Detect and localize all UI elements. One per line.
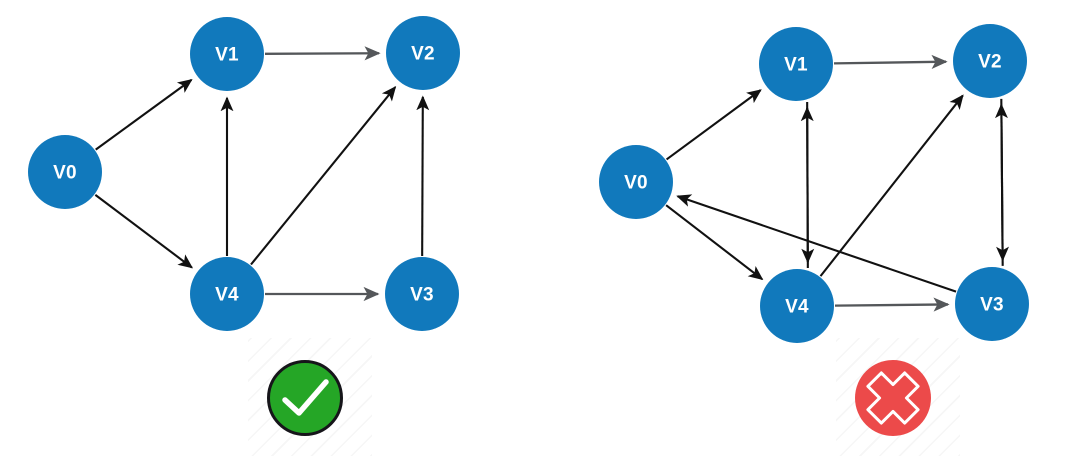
node-label: V1 xyxy=(784,55,808,76)
node-circle xyxy=(955,267,1029,341)
node-circle xyxy=(760,269,834,343)
node-right-graph-V1[interactable]: V1 xyxy=(759,27,833,101)
badges-layer xyxy=(267,360,931,436)
check-icon xyxy=(282,379,329,416)
node-left-graph-V1[interactable]: V1 xyxy=(190,17,264,91)
edge-right-graph-V3-to-V2 xyxy=(995,103,1008,266)
edge-right-graph-V4-to-V1 xyxy=(800,106,814,268)
node-left-graph-V4[interactable]: V4 xyxy=(190,257,264,331)
edge-right-graph-V4-to-V2 xyxy=(819,94,964,277)
edge-right-graph-V0-to-V4 xyxy=(665,204,764,281)
node-circle xyxy=(953,24,1027,98)
node-circle xyxy=(599,145,673,219)
node-circle xyxy=(385,257,459,331)
verdict-badge-left-graph-check xyxy=(267,360,343,436)
node-label: V4 xyxy=(785,297,809,318)
edge-left-graph-V0-to-V4 xyxy=(94,194,194,269)
node-label: V3 xyxy=(410,285,434,306)
node-circle xyxy=(190,257,264,331)
node-circle xyxy=(28,135,102,209)
node-label: V0 xyxy=(53,163,77,184)
node-label: V1 xyxy=(215,45,239,66)
edge-left-graph-V3-to-V2 xyxy=(416,95,430,257)
node-right-graph-V2[interactable]: V2 xyxy=(953,24,1027,98)
node-circle xyxy=(386,16,460,90)
node-label: V2 xyxy=(978,52,1002,73)
edge-left-graph-V4-to-V2 xyxy=(250,85,397,266)
verdict-badge-right-graph-cross xyxy=(855,360,931,436)
node-label: V3 xyxy=(980,295,1004,316)
node-right-graph-V0[interactable]: V0 xyxy=(599,145,673,219)
node-label: V0 xyxy=(624,173,648,194)
edge-left-graph-V1-to-V2 xyxy=(264,46,381,61)
node-circle xyxy=(190,17,264,91)
edges-layer xyxy=(94,46,1009,312)
node-left-graph-V0[interactable]: V0 xyxy=(28,135,102,209)
node-circle xyxy=(759,27,833,101)
edge-left-graph-V0-to-V1 xyxy=(95,79,193,151)
edge-right-graph-V3-to-V0 xyxy=(676,194,957,293)
cross-icon xyxy=(866,371,920,425)
edge-right-graph-V1-to-V2 xyxy=(833,54,948,69)
node-label: V4 xyxy=(215,285,239,306)
edge-right-graph-V0-to-V1 xyxy=(665,89,762,161)
check-badge-circle xyxy=(267,360,343,436)
node-right-graph-V4[interactable]: V4 xyxy=(760,269,834,343)
node-left-graph-V2[interactable]: V2 xyxy=(386,16,460,90)
node-left-graph-V3[interactable]: V3 xyxy=(385,257,459,331)
edge-right-graph-V4-to-V3 xyxy=(834,297,950,312)
node-label: V2 xyxy=(411,44,435,65)
node-right-graph-V3[interactable]: V3 xyxy=(955,267,1029,341)
